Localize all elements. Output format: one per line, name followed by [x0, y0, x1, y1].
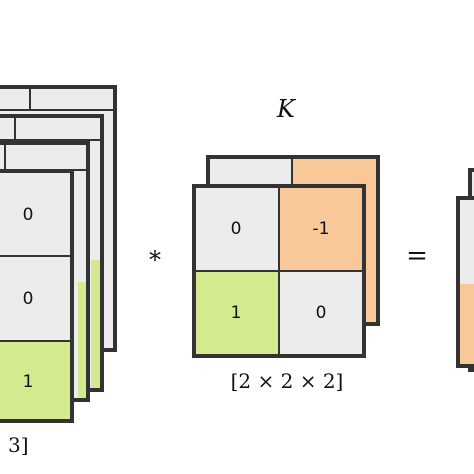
kernel-front-layer: 0 -1 1 0 [192, 184, 366, 358]
kernel-cell-3: 1 [231, 303, 242, 323]
input-front-layer: 0 0 1 [0, 169, 74, 423]
output-tensor [456, 168, 474, 372]
kernel-title: K [276, 95, 297, 123]
input-tensor: 0 0 1 3] [0, 85, 117, 457]
kernel-cell-2: -1 [313, 219, 330, 239]
input-cell-2: 0 [23, 289, 34, 309]
kernel-cell-1: 0 [231, 219, 242, 239]
input-cell-3: 1 [23, 372, 34, 392]
input-shape-label: 3] [8, 433, 29, 457]
kernel-shape-label: [2 × 2 × 2] [231, 369, 344, 393]
input-cell-1: 0 [23, 205, 34, 225]
kernel-tensor: K 0 -1 1 0 [2 × 2 × 2] [192, 95, 380, 393]
equals-operator: = [406, 241, 428, 271]
convolution-operator: * [149, 246, 161, 274]
kernel-cell-4: 0 [316, 303, 327, 323]
